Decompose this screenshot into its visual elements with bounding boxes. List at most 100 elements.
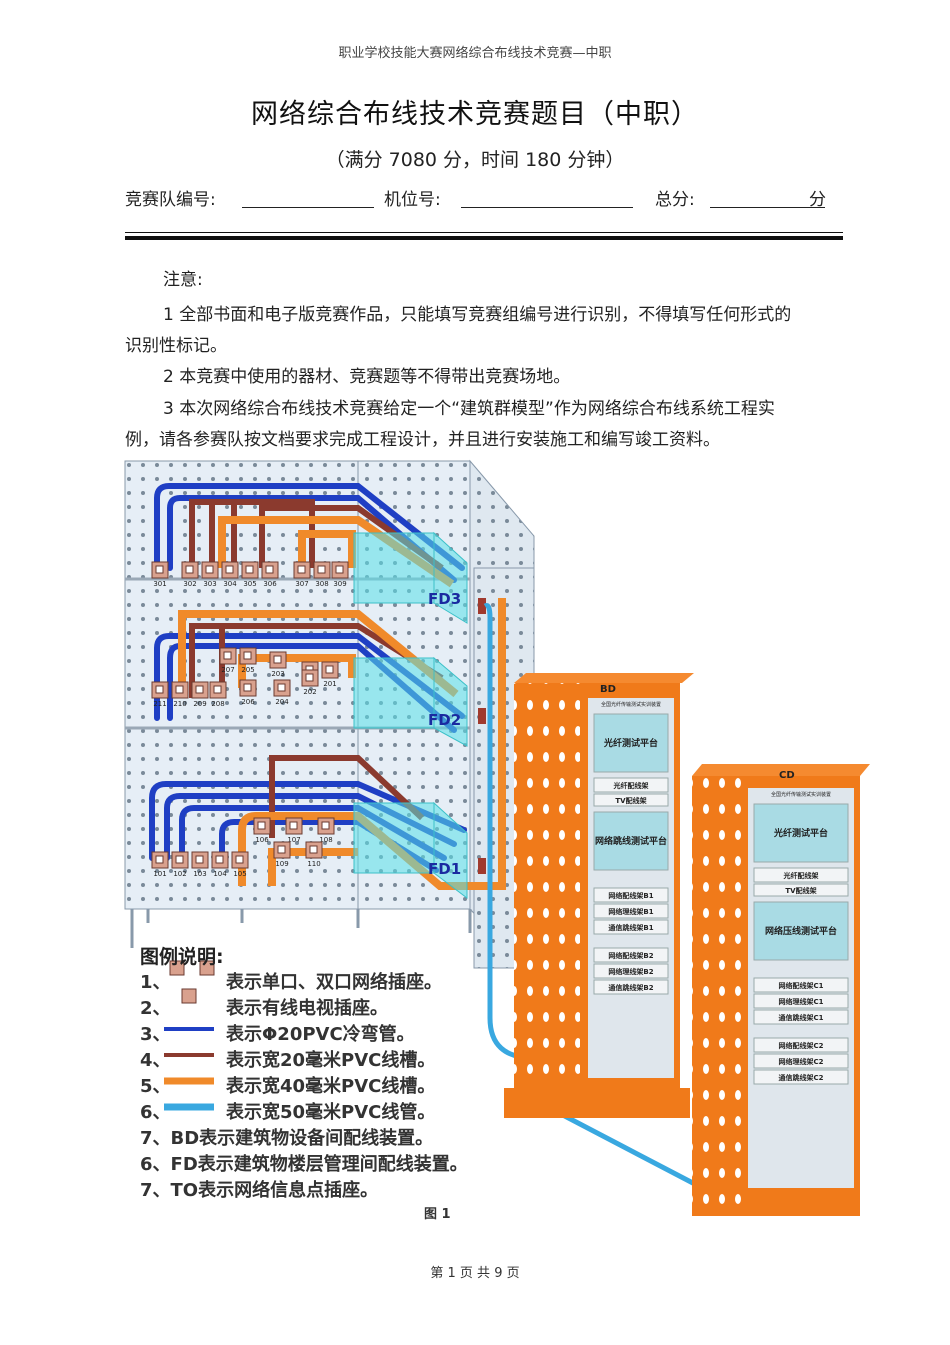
cd-unit-label: 网络理线架C1: [778, 997, 823, 1006]
outlet-port: [243, 683, 252, 692]
outlet-port: [245, 565, 254, 574]
outlet-label: 101: [153, 870, 166, 878]
bd-unit-label: 网络配线架B1: [608, 891, 653, 900]
page-footer: 第 1 页 共 9 页: [430, 1266, 520, 1281]
team-blank[interactable]: [242, 207, 374, 208]
legend-item-4: 表示宽20毫米PVC线槽。: [226, 1050, 436, 1071]
outlet-port: [335, 565, 344, 574]
outlet-port: [325, 665, 334, 674]
outlet-label: 110: [307, 860, 320, 868]
legend-item-2-num: 2、: [140, 998, 171, 1019]
cd-unit-label: 网络配线架C2: [778, 1041, 823, 1050]
outlet-label: 205: [241, 666, 254, 674]
fd3-label: FD3: [428, 590, 461, 608]
notice-item1-line2: 识别性标记。: [125, 336, 227, 356]
bd-unit-label: 通信跳线架B1: [608, 923, 653, 932]
outlet-port: [309, 845, 318, 854]
legend-item-2: 表示有线电视插座。: [226, 998, 388, 1019]
outlet-group: 3013023033043053063073083092072052032092…: [151, 561, 349, 878]
outlet-port: [195, 685, 204, 694]
outlet-port: [321, 821, 330, 830]
outlet-label: 103: [193, 870, 206, 878]
outlet-port: [213, 685, 222, 694]
cd-unit-label: 光纤配线架: [783, 871, 819, 880]
outlet-port: [155, 855, 164, 864]
cd-rack-header: 全国光纤传输测试实训装置: [771, 791, 831, 798]
seat-blank[interactable]: [461, 207, 633, 208]
notice-item3-line2: 例，请各参赛队按文档要求完成工程设计，并且进行安装施工和编写竣工资料。: [125, 430, 720, 450]
legend-item-3: 表示Φ20PVC冷弯管。: [226, 1024, 415, 1045]
outlet-label: 107: [287, 836, 300, 844]
outlet-label: 306: [263, 580, 277, 588]
outlet-label: 210: [173, 700, 186, 708]
outlet-label: 104: [213, 870, 227, 878]
cd-label: CD: [779, 770, 795, 781]
outlet-port: [175, 685, 184, 694]
outlet-label: 201: [323, 680, 336, 688]
outlet-label: 105: [233, 870, 246, 878]
outlet-label: 309: [333, 580, 346, 588]
outlet-port: [185, 565, 194, 574]
page-subtitle: （满分 7080 分，时间 180 分钟）: [325, 149, 625, 171]
bd-unit-label: 网络理线架B1: [608, 907, 653, 916]
outlet-port: [317, 565, 326, 574]
outlet-port: [265, 565, 274, 574]
outlet-port: [155, 565, 164, 574]
score-label: 总分:: [655, 190, 695, 210]
outlet-port: [235, 855, 244, 864]
outlet-label: 307: [295, 580, 308, 588]
outlet-label: 106: [255, 836, 269, 844]
legend-item-4-num: 4、: [140, 1050, 171, 1071]
outlet-label: 109: [275, 860, 288, 868]
outlet-port: [305, 673, 314, 682]
bd-unit-label: 通信跳线架B2: [608, 983, 653, 992]
legend-item-6-num: 6、: [140, 1102, 171, 1123]
legend-item-1-num: 1、: [140, 972, 171, 993]
cd-unit-label: 通信跳线架C2: [778, 1073, 823, 1082]
score-unit: 分: [809, 190, 826, 210]
outlet-port: [273, 655, 282, 664]
outlet-port: [277, 683, 286, 692]
outlet-port: [195, 855, 204, 864]
outlet-port: [225, 565, 234, 574]
fd1-label: FD1: [428, 860, 461, 878]
bd-rack: BD 全国光纤传输测试实训装置 光纤测试平台光纤配线架TV配线架网络跳线测试平台…: [504, 673, 694, 1118]
legend-item-7: 7、BD表示建筑物设备间配线装置。: [140, 1128, 434, 1149]
running-head: 职业学校技能大赛网络综合布线技术竞赛—中职: [338, 46, 612, 61]
outlet-label: 301: [153, 580, 166, 588]
header-rule-thick: [125, 236, 843, 240]
legend-item-5: 表示宽40毫米PVC线槽。: [226, 1076, 436, 1097]
legend-swatches: [164, 960, 215, 1111]
outlet-port: [257, 821, 266, 830]
score-blank[interactable]: [710, 207, 825, 208]
figure-caption: 图 1: [424, 1207, 451, 1222]
legend-item-6: 表示宽50毫米PVC线管。: [226, 1102, 436, 1123]
cd-unit-label: 网络配线架C1: [778, 981, 823, 990]
notice-heading: 注意:: [163, 270, 203, 290]
outlet-label: 303: [203, 580, 216, 588]
outlet-port: [297, 565, 306, 574]
notice-item2: 2 本竞赛中使用的器材、竞赛题等不得带出竞赛场地。: [163, 367, 571, 387]
outlet-port: [243, 651, 252, 660]
seat-label: 机位号:: [384, 190, 441, 210]
legend-item-8: 6、FD表示建筑物楼层管理间配线装置。: [140, 1154, 468, 1175]
outlet-label: 108: [319, 836, 332, 844]
outlet-port: [215, 855, 224, 864]
cd-rack: CD 全国光纤传输测试实训装置 光纤测试平台光纤配线架TV配线架网络压线测试平台…: [692, 764, 870, 1216]
outlet-label: 209: [193, 700, 206, 708]
cd-unit-label: 网络压线测试平台: [765, 925, 837, 937]
outlet-label: 211: [153, 700, 166, 708]
bd-label: BD: [600, 684, 616, 695]
cd-unit-label: TV配线架: [785, 886, 816, 895]
outlet-port: [289, 821, 298, 830]
bd-unit-label: TV配线架: [615, 796, 646, 805]
outlet-label: 302: [183, 580, 196, 588]
outlet-label: 308: [315, 580, 328, 588]
outlet-port: [277, 845, 286, 854]
legend-title: 图例说明:: [140, 946, 224, 968]
bd-unit-label: 光纤配线架: [613, 781, 649, 790]
fd2-label: FD2: [428, 711, 461, 729]
legend-item-5-num: 5、: [140, 1076, 171, 1097]
outlet-label: 206: [241, 698, 255, 706]
legend-item-3-num: 3、: [140, 1024, 171, 1045]
